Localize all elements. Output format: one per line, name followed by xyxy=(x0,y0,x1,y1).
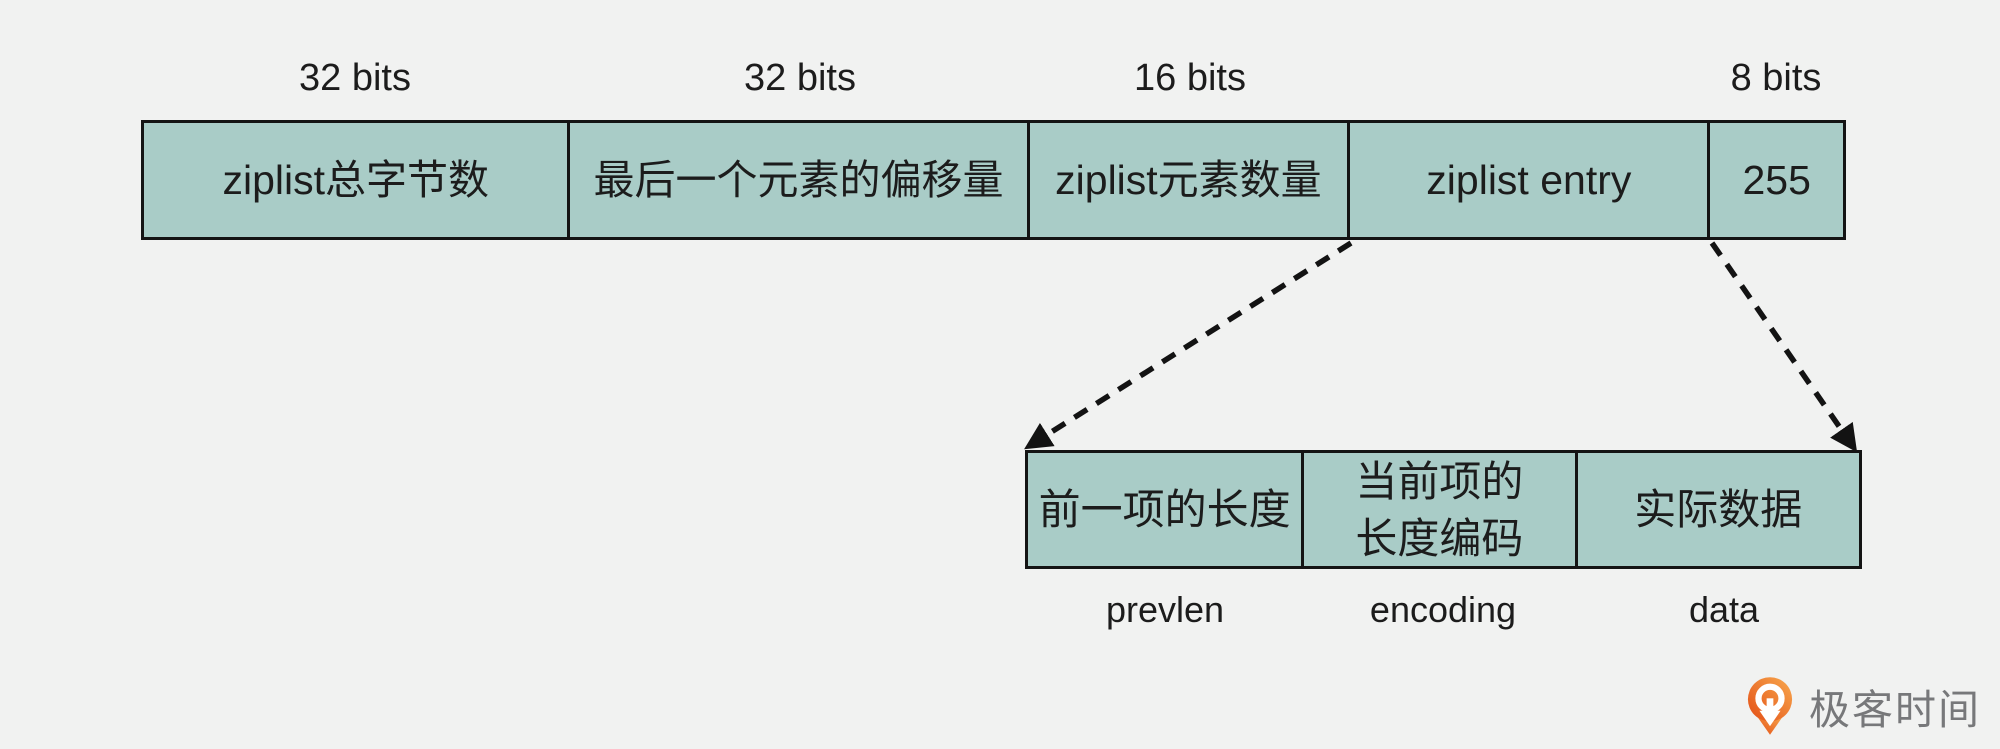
cell-end-byte-255: 255 xyxy=(1710,123,1843,237)
label-encoding: encoding xyxy=(1369,589,1517,630)
cell-data-label: 实际数据 xyxy=(1634,486,1803,533)
dashed-arrow-right xyxy=(1709,241,1858,453)
geektime-pin-icon xyxy=(1747,677,1793,735)
bit-label-offset: 32 bits xyxy=(744,57,856,99)
label-prevlen: prevlen xyxy=(1105,589,1225,630)
label-data: data xyxy=(1688,589,1760,630)
cell-encoding: 当前项的 长度编码 xyxy=(1304,453,1578,566)
cell-prevlen-label: 前一项的长度 xyxy=(1038,486,1291,533)
cell-data: 实际数据 xyxy=(1577,453,1859,566)
cell-last-entry-offset: 最后一个元素的偏移量 xyxy=(570,123,1030,237)
cell-encoding-label-line2: 长度编码 xyxy=(1355,514,1524,562)
cell-entry-count: ziplist元素数量 xyxy=(1029,123,1351,237)
geektime-logo: 极客时间 xyxy=(1746,676,1981,736)
cell-encoding-label-line1: 当前项的 xyxy=(1355,457,1524,505)
bit-label-total-bytes: 32 bits xyxy=(299,57,411,99)
cell-ziplist-entry: ziplist entry xyxy=(1350,123,1711,237)
bit-label-count: 16 bits xyxy=(1134,57,1246,99)
entry-detail-row: 前一项的长度 当前项的 长度编码 实际数据 xyxy=(1025,450,1862,569)
ziplist-header-row: ziplist总字节数 最后一个元素的偏移量 ziplist元素数量 zipli… xyxy=(141,120,1846,240)
cell-prevlen: 前一项的长度 xyxy=(1028,453,1305,566)
geektime-logo-text: 极客时间 xyxy=(1809,687,1981,733)
cell-ziplist-total-bytes: ziplist总字节数 xyxy=(144,123,571,237)
dashed-arrow-left xyxy=(1024,240,1353,450)
bit-label-end-byte: 8 bits xyxy=(1730,57,1822,99)
